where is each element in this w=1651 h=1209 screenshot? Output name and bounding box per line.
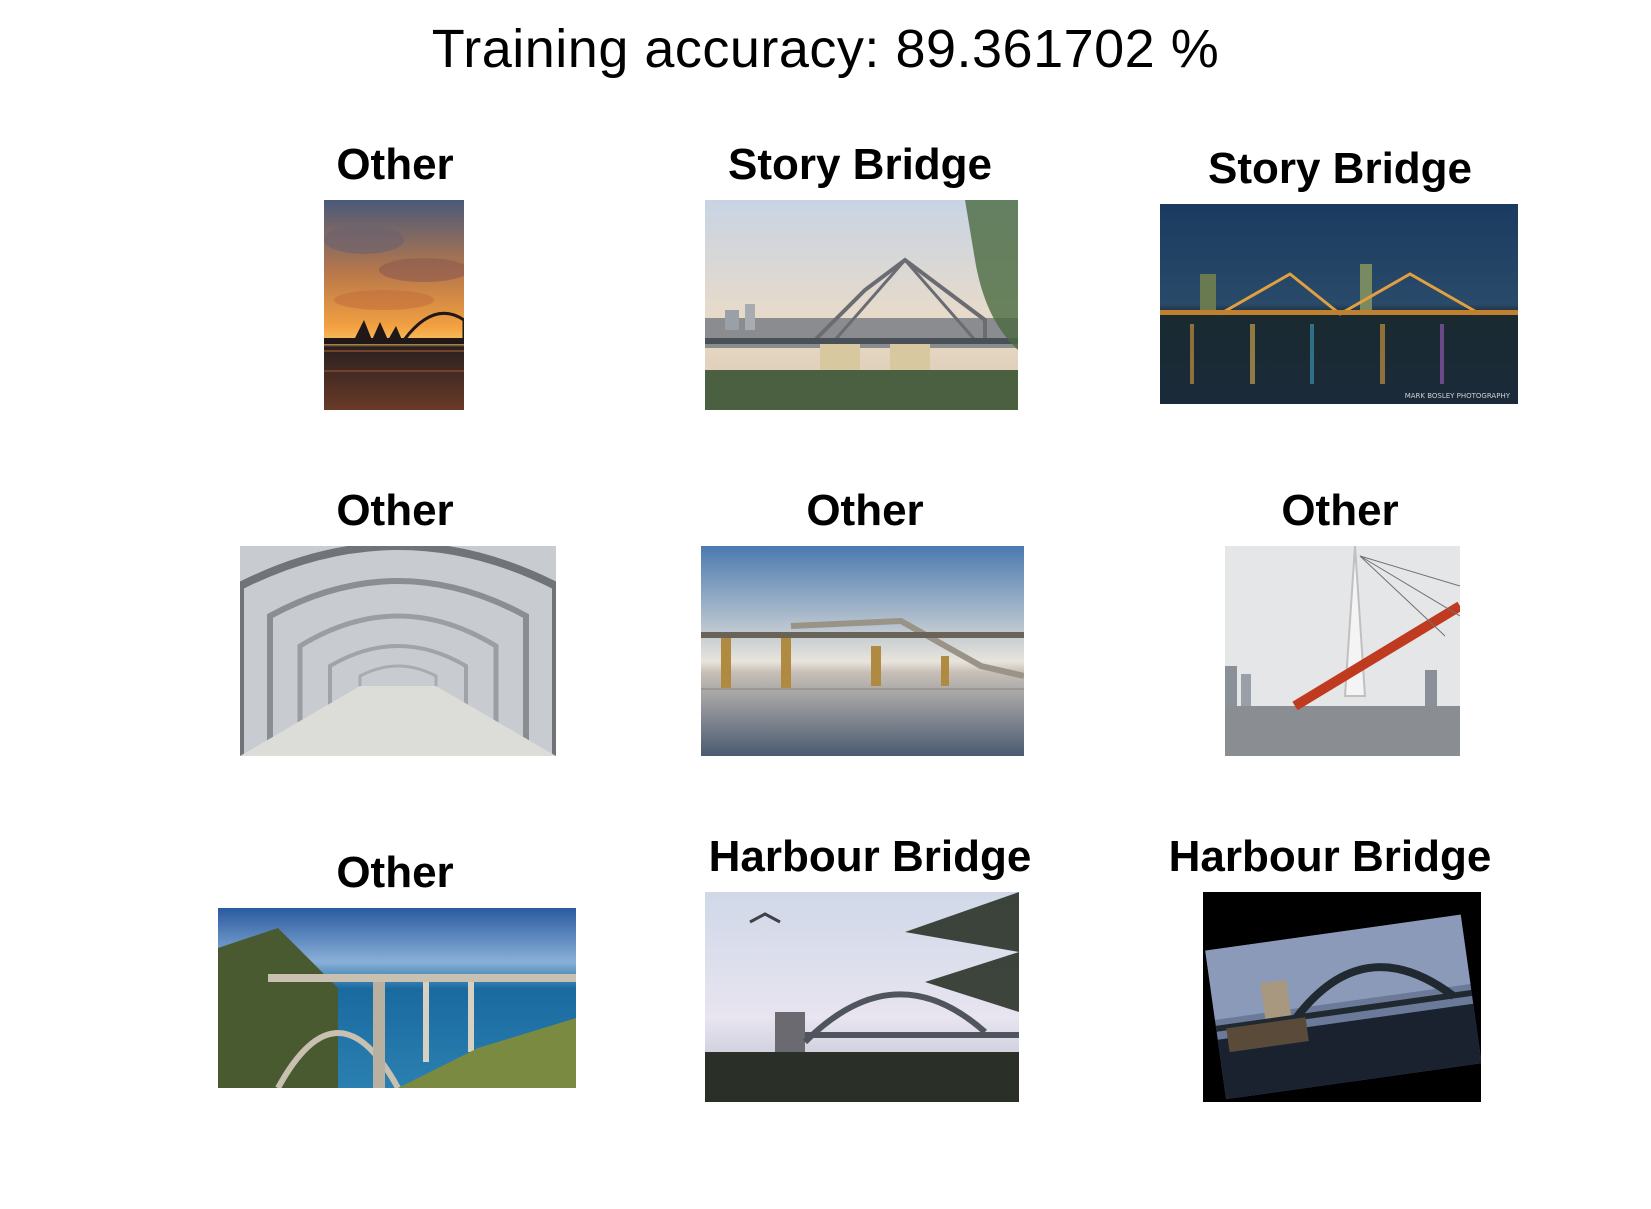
story-bridge-night-photo: MARK BOSLEY PHOTOGRAPHY (1160, 204, 1518, 404)
panel-5: Other (700, 486, 1030, 766)
panel-3-label: Story Bridge (1207, 144, 1473, 193)
harbour-bridge-rotated-photo (1203, 892, 1481, 1102)
panel-1-label: Other (336, 140, 454, 189)
panel-1: Other (250, 140, 540, 420)
panel-9-label: Harbour Bridge (1168, 832, 1492, 881)
panel-6: Other (1190, 486, 1490, 766)
panel-2: Story Bridge (690, 140, 1030, 420)
panel-8-label: Harbour Bridge (708, 832, 1032, 881)
panel-7-label: Other (336, 848, 454, 897)
steel-truss-bridge-water-photo (701, 546, 1024, 756)
bixby-creek-bridge-photo (218, 908, 576, 1088)
webb-bridge-tunnel-photo (240, 546, 556, 756)
panel-8: Harbour Bridge (670, 832, 1070, 1122)
panel-4-label: Other (336, 486, 454, 535)
panel-4: Other (230, 486, 560, 766)
panel-2-label: Story Bridge (727, 140, 993, 189)
panel-6-label: Other (1281, 486, 1399, 535)
panel-9: Harbour Bridge (1140, 832, 1520, 1122)
panel-3: Story Bridge MARK BOSLEY PHOTOGRAPHY (1150, 144, 1530, 424)
story-bridge-day-photo (705, 200, 1018, 410)
watermark-text: MARK BOSLEY PHOTOGRAPHY (1405, 392, 1511, 400)
harbour-bridge-palm-photo (705, 892, 1019, 1102)
figure-title: Training accuracy: 89.361702 % (431, 19, 1220, 79)
panel-7: Other (210, 848, 580, 1128)
panel-5-label: Other (806, 486, 924, 535)
sydney-opera-house-sunset-photo (324, 200, 464, 410)
cable-stayed-bridge-photo (1225, 546, 1460, 756)
